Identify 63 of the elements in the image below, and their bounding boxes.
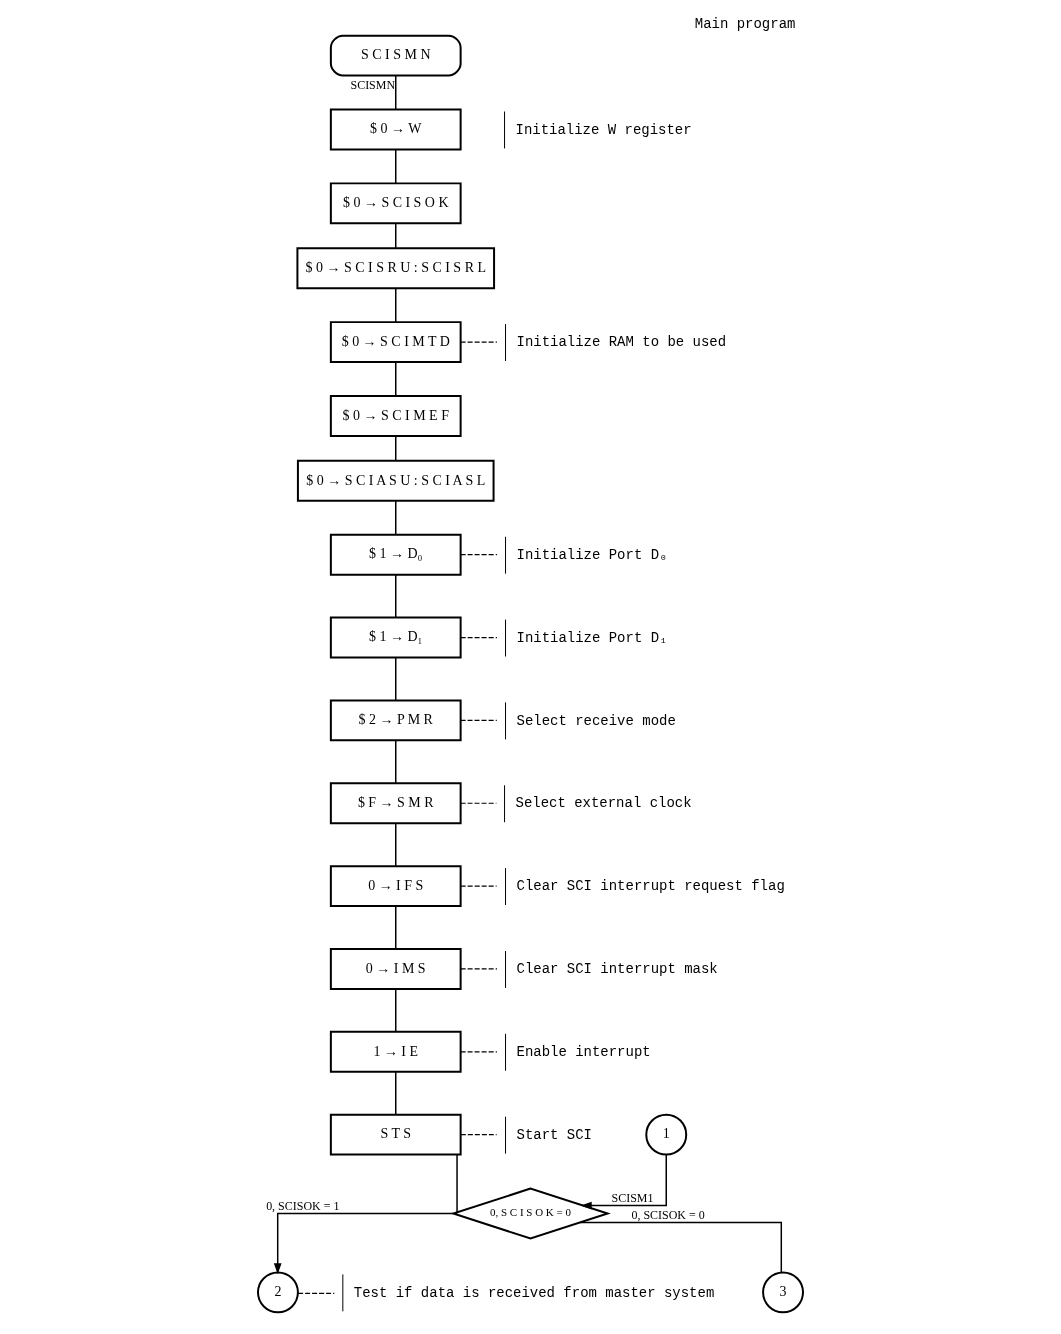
node-box: $ 1 → D₀ — [329, 533, 462, 576]
node-text: Initialize RAM to be used — [516, 334, 727, 351]
arrow — [580, 1154, 667, 1210]
node-box: $ 0 → S C I S O K — [329, 182, 462, 225]
connector — [395, 822, 397, 867]
node-text: Enable interrupt — [516, 1044, 651, 1060]
connector — [579, 1221, 783, 1273]
node-text: Initialize Port D₁ — [516, 629, 668, 646]
node-circle: 3 — [762, 1271, 804, 1314]
edge-label: SCISMN — [350, 78, 396, 93]
connector — [460, 885, 498, 887]
connector — [460, 1051, 498, 1053]
diagram-title: Main program — [694, 15, 796, 32]
edge-label: 0, SCISOK = 1 — [266, 1199, 340, 1214]
connector — [460, 1134, 498, 1136]
node-text: Test if data is received from master system — [353, 1284, 715, 1301]
connector — [460, 636, 498, 639]
node-text: Initialize Port D₀ — [516, 546, 668, 563]
node-box: 0 → I M S — [329, 948, 462, 990]
connector — [395, 148, 397, 184]
connector — [395, 988, 397, 1033]
node-text: Clear SCI interrupt request flag — [516, 878, 785, 895]
node-text: Initialize W register — [515, 121, 692, 138]
node-box: $ 0 → S C I A S U : S C I A S L — [296, 459, 495, 502]
node-circle: 2 — [257, 1271, 299, 1314]
connector — [297, 1292, 335, 1294]
connector — [395, 222, 397, 249]
arrow — [273, 1212, 455, 1275]
node-text: Select receive mode — [516, 712, 676, 729]
connector — [456, 1154, 458, 1213]
node-text: Start SCI — [516, 1126, 592, 1143]
connector — [395, 1071, 397, 1116]
node-box: $ 0 → S C I M E F — [329, 395, 462, 437]
node-diamond: 0, S C I S O K = 0 — [450, 1187, 611, 1240]
connector — [395, 287, 397, 323]
connector — [460, 554, 498, 556]
node-box: $ F → S M R — [329, 782, 462, 825]
node-circle: 1 — [645, 1113, 688, 1156]
node-box: S T S — [329, 1113, 462, 1156]
node-box: S C I S M N — [329, 34, 462, 77]
connector — [395, 656, 397, 701]
connector — [395, 905, 397, 950]
connector — [395, 361, 397, 397]
node-box: $ 0 → W — [329, 108, 462, 151]
node-box: $ 1 → D₁ — [329, 616, 462, 659]
connector — [395, 574, 397, 619]
connector — [460, 802, 497, 804]
connector — [460, 719, 498, 721]
connector — [395, 739, 397, 784]
node-text: Select external clock — [515, 795, 692, 812]
connector — [395, 75, 397, 111]
node-box: $ 2 → P M R — [329, 699, 462, 742]
connector — [460, 341, 498, 343]
connector — [460, 968, 498, 970]
connector — [395, 500, 397, 536]
node-box: $ 0 → S C I S R U : S C I S R L — [296, 247, 496, 290]
edge-label: 0, SCISOK = 0 — [631, 1208, 705, 1223]
node-box: $ 0 → S C I M T D — [329, 321, 462, 364]
node-box: 0 → I F S — [329, 865, 462, 908]
node-box: 1 → I E — [329, 1030, 462, 1073]
edge-label: SCISM1 — [611, 1191, 654, 1206]
node-text: Clear SCI interrupt mask — [516, 961, 718, 978]
connector — [395, 435, 397, 462]
